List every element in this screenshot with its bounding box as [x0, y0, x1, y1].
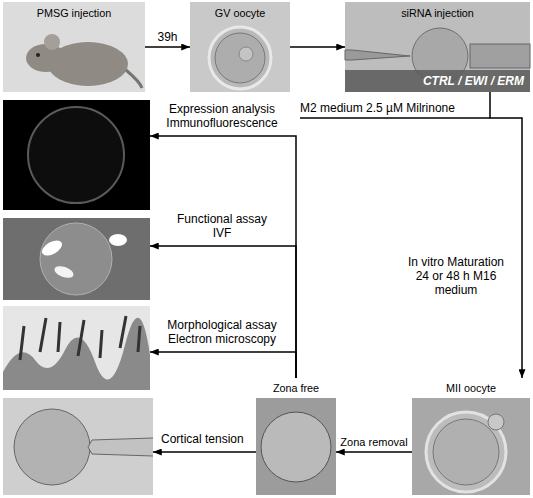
- panel-label: PMSG injection: [3, 6, 145, 20]
- panel-label: Expression analysis Immunofluorescence: [156, 102, 288, 130]
- photo-ground: [256, 398, 336, 495]
- oocyte: [433, 419, 499, 485]
- injection-pipette: [345, 50, 410, 60]
- photo-panel: Cortical tension: [3, 398, 153, 495]
- photo-panel: Expression analysis Immunofluorescence: [3, 100, 150, 210]
- photo-shade: [345, 70, 530, 92]
- mouse-tail: [126, 70, 142, 88]
- photo-panel: Morphological assay Electron microscopy: [3, 306, 150, 390]
- edge-label: In vitro Maturation 24 or 48 h M16 mediu…: [400, 255, 512, 297]
- panel-label: MII oocyte: [412, 381, 530, 395]
- photo-panel: PMSG injection: [3, 2, 145, 92]
- photo-ground: [3, 398, 153, 495]
- photo-ground: [3, 306, 150, 390]
- arrow-connector: [150, 136, 296, 378]
- microvilli: [20, 316, 140, 360]
- stained-oocyte: [28, 107, 124, 203]
- holding-pipette: [470, 44, 530, 68]
- mouse-head: [26, 44, 66, 72]
- oocyte: [14, 409, 90, 485]
- sperm-signal: [53, 264, 75, 280]
- photo-panel: MII oocyte: [412, 378, 530, 495]
- germinal-vesicle: [239, 47, 253, 61]
- medium-note: M2 medium 2.5 µM Milrinone: [298, 101, 457, 115]
- photo-ground: [190, 2, 290, 92]
- edge-label: Zona removal: [340, 435, 407, 449]
- zona: [209, 27, 271, 89]
- arrow-connector: [336, 451, 412, 453]
- edge-label: 39h: [155, 30, 179, 44]
- panel-label: Morphological assay Electron microscopy: [156, 318, 288, 346]
- culture-line: [300, 117, 490, 119]
- photo-panel: GV oocyte: [190, 2, 290, 92]
- arrow-connector: [150, 246, 296, 378]
- panel-label: CTRL / EWI / ERM: [423, 74, 524, 88]
- panel-label: GV oocyte: [190, 6, 290, 20]
- mouse-ear: [44, 34, 60, 50]
- oocyte: [215, 33, 265, 83]
- sperm-signal: [39, 237, 64, 258]
- oocyte: [40, 223, 112, 295]
- sperm-signal: [109, 234, 127, 246]
- polar-body: [488, 414, 504, 430]
- panel-label: Zona free: [256, 381, 336, 395]
- photo-ground: [345, 2, 530, 92]
- panel-label: siRNA injection: [345, 6, 530, 20]
- arrow-connector: [490, 92, 522, 378]
- arrow-connector: [145, 46, 190, 48]
- panel-label: Functional assay IVF: [172, 212, 272, 240]
- panel-label: Cortical tension: [161, 432, 244, 446]
- arrow-connector: [290, 46, 345, 48]
- photo-ground: [412, 398, 530, 495]
- mouse-eye: [36, 53, 40, 57]
- arrow-connector: [150, 352, 296, 378]
- photo-panel: Functional assay IVF: [3, 218, 150, 300]
- photo-panel: siRNA injectionCTRL / EWI / ERM: [345, 2, 530, 92]
- photo-ground: [3, 100, 150, 210]
- arrow-connector: [153, 451, 256, 453]
- aspiration-pipette: [88, 438, 153, 456]
- photo-ground: [3, 2, 145, 92]
- zona: [426, 412, 506, 492]
- oocyte: [261, 412, 331, 482]
- photo-panel: Zona free: [256, 378, 336, 495]
- photo-ground: [3, 218, 150, 300]
